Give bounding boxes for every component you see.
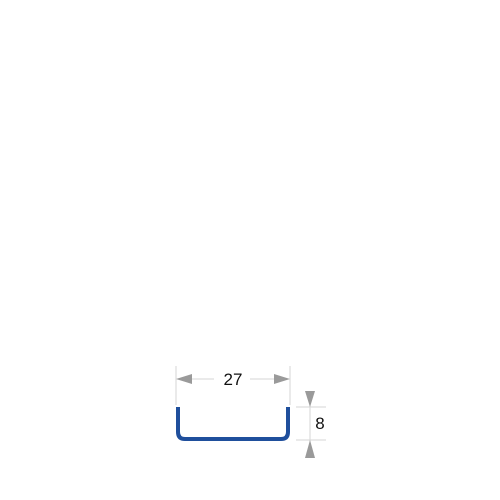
u-channel-profile	[176, 407, 290, 441]
height-arrow-bottom-icon	[305, 440, 315, 458]
width-arrow-left-icon	[176, 374, 192, 384]
width-dimension-label: 27	[224, 370, 243, 389]
width-arrow-right-icon	[274, 374, 290, 384]
height-dimension-label: 8	[315, 414, 324, 433]
height-arrow-top-icon	[305, 391, 315, 407]
